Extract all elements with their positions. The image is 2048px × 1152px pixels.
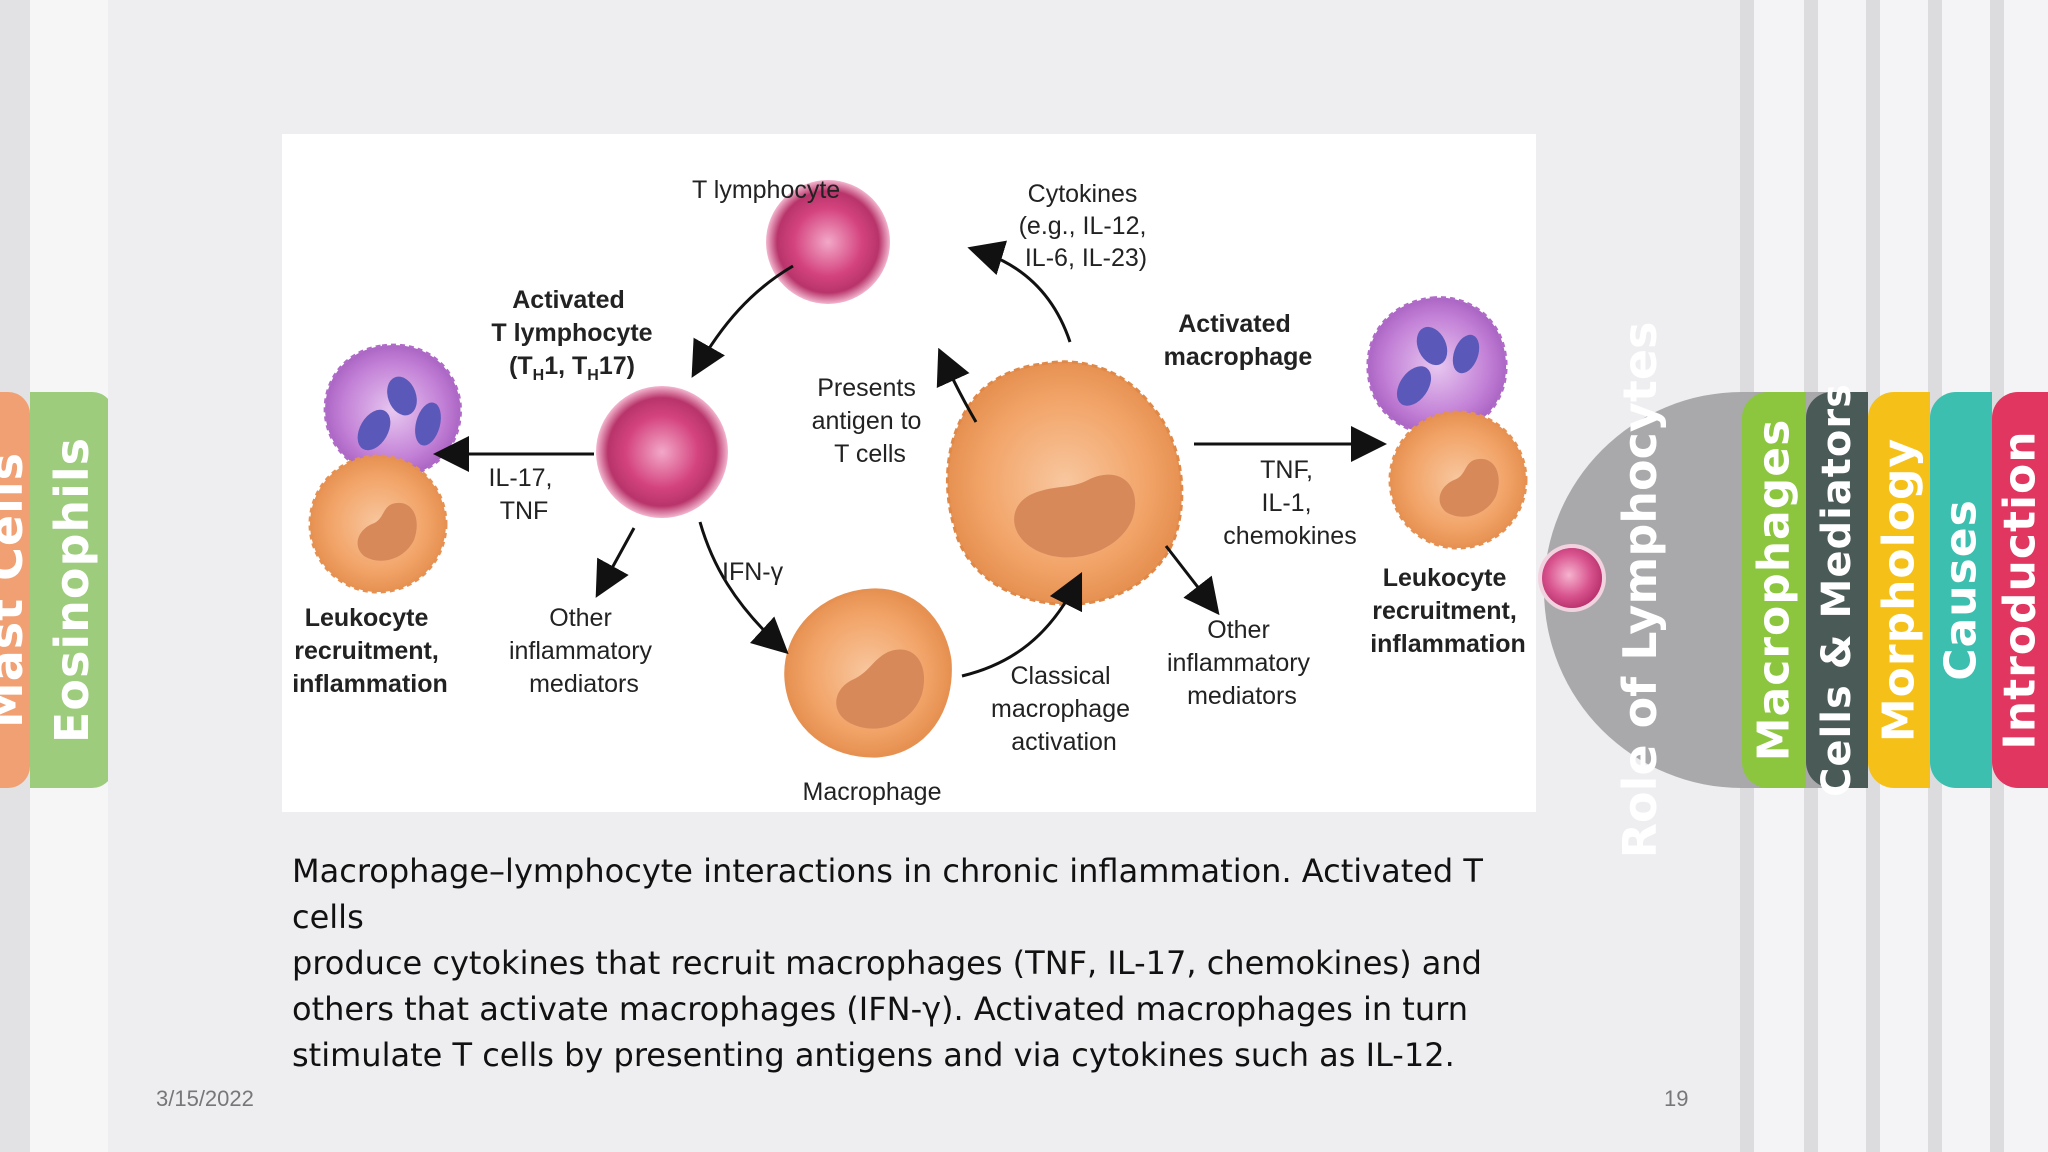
macrophage-cell-icon: [784, 588, 952, 758]
label-activated-t-lymphocyte: Activated T lymphocyte: [491, 286, 652, 347]
label-leukocyte-right: Leukocyte recruitment, inflammation: [1370, 564, 1526, 658]
tab-role-of-lymphocytes-label: Role of Lymphocytes: [1613, 321, 1667, 859]
label-ifn-gamma: IFN-γ: [722, 558, 784, 586]
label-other-mediators-left: Other inflammatory mediators: [509, 604, 659, 698]
activated-macrophage-cell-icon: [945, 360, 1184, 606]
label-tnf-il1-chemokines: TNF, IL-1, chemokines: [1223, 456, 1356, 550]
activated-t-lymphocyte-cell-icon: [596, 386, 728, 518]
label-classical-activation: Classical macrophage activation: [991, 662, 1137, 756]
label-t-lymphocyte: T lymphocyte: [692, 176, 840, 204]
diagram-arrows: [433, 240, 1387, 678]
label-il17-tnf: IL-17, TNF: [489, 464, 560, 525]
tab-introduction-label: Introduction: [1994, 430, 2046, 750]
tab-introduction[interactable]: Introduction: [1992, 392, 2048, 788]
caption-line: stimulate T cells by presenting antigens…: [292, 1036, 1455, 1074]
tab-causes-label: Causes: [1935, 499, 1987, 681]
label-cytokines: Cytokines (e.g., IL-12, IL-6, IL-23): [1019, 180, 1154, 272]
tab-cells-mediators[interactable]: Cells & Mediators: [1806, 383, 1868, 797]
tab-morphology[interactable]: Morphology: [1868, 392, 1930, 788]
neutrophil-left-icon: [323, 343, 462, 478]
tab-mast-cells[interactable]: Mast Cells: [0, 392, 33, 788]
tab-macrophages-label: Macrophages: [1748, 418, 1800, 762]
tab-morphology-label: Morphology: [1873, 437, 1925, 743]
tab-mast-cells-label: Mast Cells: [0, 451, 33, 729]
label-leukocyte-left: Leukocyte recruitment, inflammation: [292, 604, 448, 698]
label-presents-antigen: Presents antigen to T cells: [812, 374, 929, 468]
macrophage-right-small-icon: [1388, 410, 1528, 550]
label-other-mediators-right: Other inflammatory mediators: [1167, 616, 1317, 710]
tab-macrophages[interactable]: Macrophages: [1742, 392, 1806, 788]
caption-line: produce cytokines that recruit macrophag…: [292, 944, 1482, 982]
label-activated-macrophage: Activated macrophage: [1164, 310, 1313, 371]
neutrophil-right-icon: [1366, 296, 1508, 436]
label-activated-t-subsets: (TH1, TH17): [509, 352, 635, 384]
slide-page-number: 19: [1664, 1086, 1689, 1111]
macrophage-left-small-icon: [308, 454, 448, 594]
tab-eosinophils-label: Eosinophils: [45, 436, 99, 744]
figure-caption: Macrophage–lymphocyte interactions in ch…: [292, 848, 1552, 1078]
label-macrophage: Macrophage: [803, 778, 942, 806]
caption-line: Macrophage–lymphocyte interactions in ch…: [292, 852, 1483, 936]
tab-causes[interactable]: Causes: [1930, 392, 1992, 788]
slide-date: 3/15/2022: [156, 1086, 254, 1111]
inflammation-diagram: T lymphocyte Cytokines (e.g., IL-12, IL-…: [282, 134, 1536, 812]
tab-eosinophils[interactable]: Eosinophils: [30, 392, 114, 788]
tab-cells-mediators-label: Cells & Mediators: [1814, 383, 1860, 797]
current-section-marker-icon: [1542, 548, 1602, 608]
caption-line: others that activate macrophages (IFN-γ)…: [292, 990, 1468, 1028]
t-lymphocyte-cell-icon: [766, 180, 890, 304]
